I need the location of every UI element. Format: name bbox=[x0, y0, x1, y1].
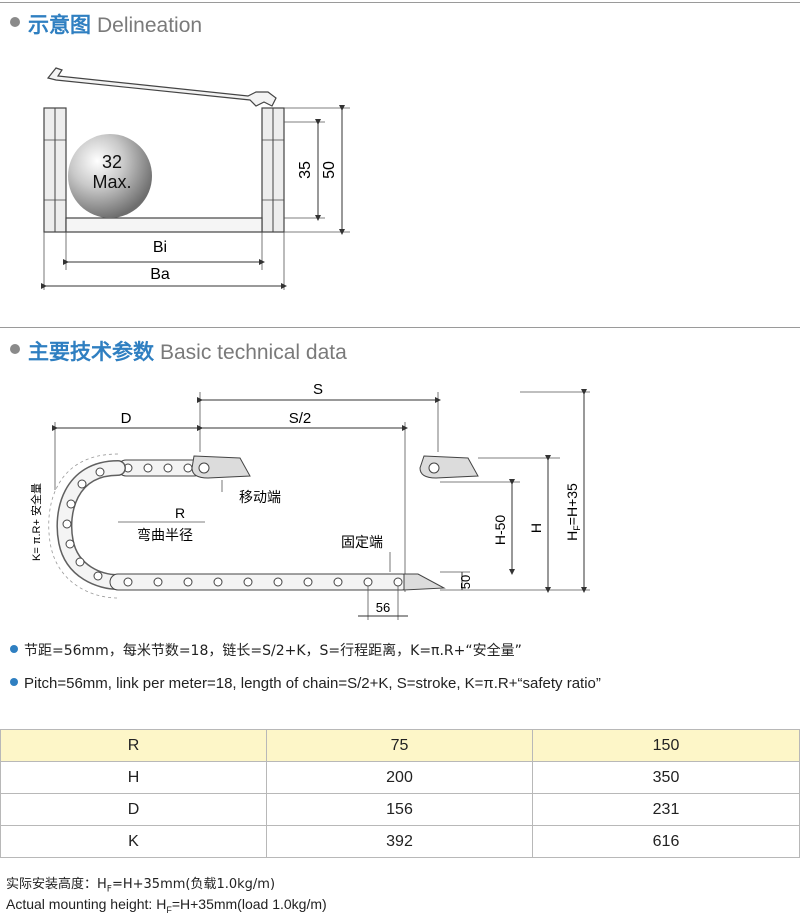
table-row: D 156 231 bbox=[0, 793, 800, 826]
section-title: 主要技术参数 Basic technical data bbox=[28, 336, 347, 366]
footer-zh: 实际安装高度：HF=H+35mm(负载1.0kg/m) bbox=[6, 873, 275, 895]
section-title-en: Basic technical data bbox=[160, 341, 347, 364]
footer-zh-prefix: 实际安装高度：H bbox=[6, 877, 107, 892]
lid-cover bbox=[46, 67, 277, 107]
fixed-end-bracket bbox=[403, 573, 446, 591]
bend-outline bbox=[48, 453, 119, 599]
footer-en-suffix: =H+35mm(load 1.0kg/m) bbox=[171, 896, 327, 912]
footer-en: Actual mounting height: HF=H+35mm(load 1… bbox=[6, 896, 327, 915]
dim-ba-label: Ba bbox=[150, 266, 170, 283]
dim-h50-label: H-50 bbox=[492, 515, 508, 546]
dim-s-label: S bbox=[313, 381, 323, 398]
note-zh: 节距=56mm，每米节数=18，链长=S/2+K，S=行程距离，K=π.R+“安… bbox=[10, 640, 522, 660]
note-en-text: Pitch=56mm, link per meter=18, length of… bbox=[24, 675, 601, 692]
table-cell: 200 bbox=[266, 761, 533, 794]
bullet-icon bbox=[10, 645, 18, 653]
section-title-zh: 主要技术参数 bbox=[28, 340, 154, 364]
bullet-icon bbox=[10, 17, 20, 27]
spec-table: R 75 150 H 200 350 D 156 231 K 392 616 bbox=[0, 729, 800, 858]
ball-label-bottom: Max. bbox=[92, 172, 131, 192]
table-cell: R bbox=[0, 729, 267, 762]
dim-s2-label: S/2 bbox=[289, 410, 312, 427]
section-title-en: Delineation bbox=[97, 14, 203, 37]
table-cell: 150 bbox=[532, 729, 800, 762]
table-cell: 75 bbox=[266, 729, 533, 762]
table-cell: 350 bbox=[532, 761, 800, 794]
ball-label-top: 32 bbox=[102, 152, 122, 172]
dim-hf-label: HF=H+35 bbox=[564, 483, 582, 541]
table-cell: 231 bbox=[532, 793, 800, 826]
cable-ball bbox=[68, 134, 152, 218]
bullet-icon bbox=[10, 678, 18, 687]
label-k: K= π.R+ 安全量 bbox=[29, 483, 43, 561]
delineation-diagram: 32 Max. 35 50 Bi Ba bbox=[41, 67, 350, 290]
divider bbox=[0, 327, 800, 328]
table-header-row: R 75 150 bbox=[0, 729, 800, 762]
table-row: K 392 616 bbox=[0, 825, 800, 858]
note-en: Pitch=56mm, link per meter=18, length of… bbox=[10, 675, 601, 692]
section-header-delineation: 示意图 Delineation bbox=[0, 0, 800, 40]
bottom-crossbar bbox=[65, 217, 263, 233]
bullet-icon bbox=[10, 344, 20, 354]
section-title-zh: 示意图 bbox=[28, 13, 91, 37]
table-cell: K bbox=[0, 825, 267, 858]
table-row: H 200 350 bbox=[0, 761, 800, 794]
section-title: 示意图 Delineation bbox=[28, 9, 202, 39]
chain-upper-run bbox=[117, 459, 203, 477]
divider bbox=[0, 2, 800, 3]
dim-35-label: 35 bbox=[297, 161, 314, 179]
dim-d-label: D bbox=[121, 410, 132, 427]
dim-h-label: H bbox=[528, 523, 544, 533]
label-moving-end: 移动端 bbox=[239, 489, 281, 505]
footer-en-sub: F bbox=[166, 904, 172, 915]
technical-diagram: S S/2 D R 弯曲半径 移动端 固定端 bbox=[29, 381, 590, 620]
footer-zh-sub: F bbox=[106, 884, 112, 895]
table-cell: 156 bbox=[266, 793, 533, 826]
table-cell: D bbox=[0, 793, 267, 826]
dim-50-label: 50 bbox=[458, 575, 473, 589]
table-cell: 392 bbox=[266, 825, 533, 858]
note-zh-text: 节距=56mm，每米节数=18，链长=S/2+K，S=行程距离，K=π.R+“安… bbox=[24, 643, 522, 659]
footer-zh-suffix: =H+35mm(负载1.0kg/m) bbox=[111, 877, 276, 892]
section-header-technical: 主要技术参数 Basic technical data bbox=[0, 325, 800, 365]
dim-50-label: 50 bbox=[321, 161, 338, 179]
dim-bi-label: Bi bbox=[153, 239, 167, 256]
label-bend-radius: 弯曲半径 bbox=[137, 527, 193, 543]
dim-56-label: 56 bbox=[376, 600, 390, 615]
table-cell: 616 bbox=[532, 825, 800, 858]
label-fixed-end: 固定端 bbox=[341, 534, 383, 550]
footer-en-prefix: Actual mounting height: H bbox=[6, 896, 167, 912]
table-cell: H bbox=[0, 761, 267, 794]
label-r: R bbox=[175, 505, 185, 521]
